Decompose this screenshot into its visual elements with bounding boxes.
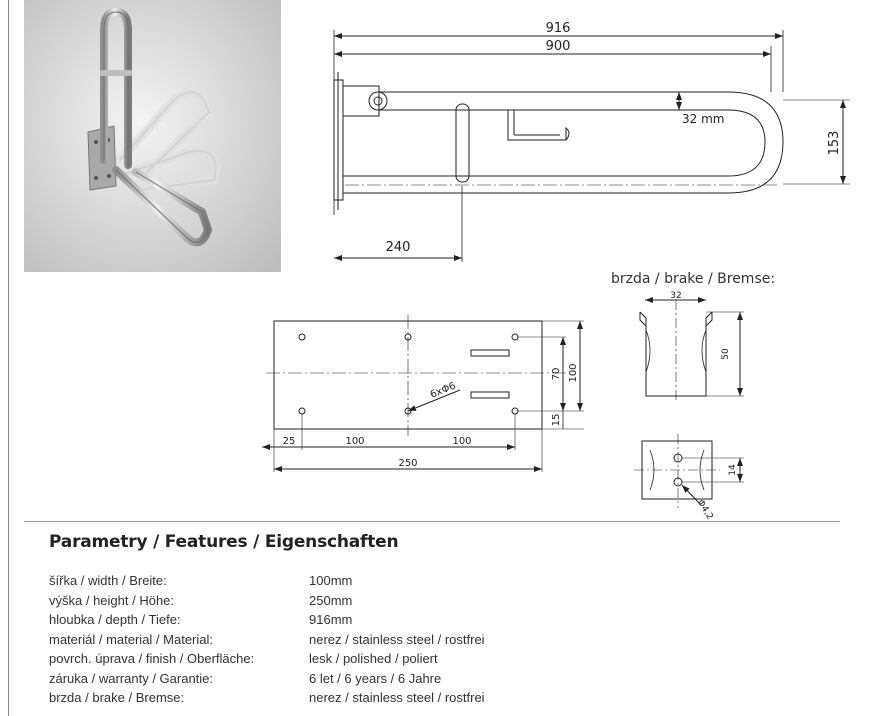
dim-height: 153 [827,131,842,156]
features-label: materiál / material / Material: [49,631,213,647]
technical-drawing: 916 900 32 mm 153 240 25 100 100 250 70 [262,21,850,520]
features-row-brake: brzda / brake / Bremse: nerez / stainles… [49,688,569,708]
dim-brake-height: 50 [721,348,731,360]
dim-bar-length: 900 [546,39,571,54]
features-value: nerez / stainless steel / rostfrei [309,690,485,705]
section-divider [24,521,840,522]
features-row-height: výška / height / Höhe: 250mm [49,591,569,611]
mounting-plate-drawing [262,315,584,472]
product-photo [24,0,281,272]
dim-holes-label: 6xΦ6 [429,381,458,401]
dim-brake-width: 32 [670,291,681,301]
brake-caption: brzda / brake / Bremse: [611,271,776,287]
features-label: záruka / warranty / Garantie: [49,670,214,686]
features-label: šířka / width / Breite: [49,573,167,588]
features-row-width: šířka / width / Breite: 100mm [49,571,569,591]
features-label: povrch. úprava / finish / Oberfläche: [49,651,255,666]
features-value: 916mm [309,612,353,627]
features-table: šířka / width / Breite: 100mm výška / he… [49,571,569,708]
page-margin-rule [8,0,9,716]
dim-handle-offset: 240 [386,240,411,255]
dim-plate-edge: 15 [551,414,562,427]
features-value: 100mm [309,573,353,588]
features-value: nerez / stainless steel / rostfrei [309,631,485,647]
dim-plate-inner-height: 70 [551,368,562,381]
dim-plate-pitch-2: 100 [452,436,471,447]
features-label: hloubka / depth / Tiefe: [49,612,181,627]
side-view-drawing [333,30,850,262]
features-row-material: materiál / material / Material: nerez / … [49,630,569,650]
features-title: Parametry / Features / Eigenschaften [49,532,399,552]
features-value: lesk / polished / poliert [309,651,438,666]
features-row-depth: hloubka / depth / Tiefe: 916mm [49,610,569,630]
dim-plate-pitch-1: 100 [345,436,364,447]
dim-brake-hole-spacing: 14 [728,464,738,476]
dim-brake-hole-diameter: Φ4,2 [695,498,715,520]
dim-plate-height: 100 [568,363,579,382]
dim-plate-offset: 25 [283,436,296,447]
dim-gap: 32 mm [682,112,724,126]
features-row-finish: povrch. úprava / finish / Oberfläche: le… [49,649,569,669]
features-value: 6 let / 6 years / 6 Jahre [309,670,442,686]
features-label: výška / height / Höhe: [49,592,175,608]
features-row-warranty: záruka / warranty / Garantie: 6 let / 6 … [49,669,569,689]
brake-drawing [634,297,744,508]
features-label: brzda / brake / Bremse: [49,690,185,705]
features-value: 250mm [309,592,353,608]
dim-overall-length: 916 [546,21,571,36]
dim-plate-width: 250 [398,458,417,469]
